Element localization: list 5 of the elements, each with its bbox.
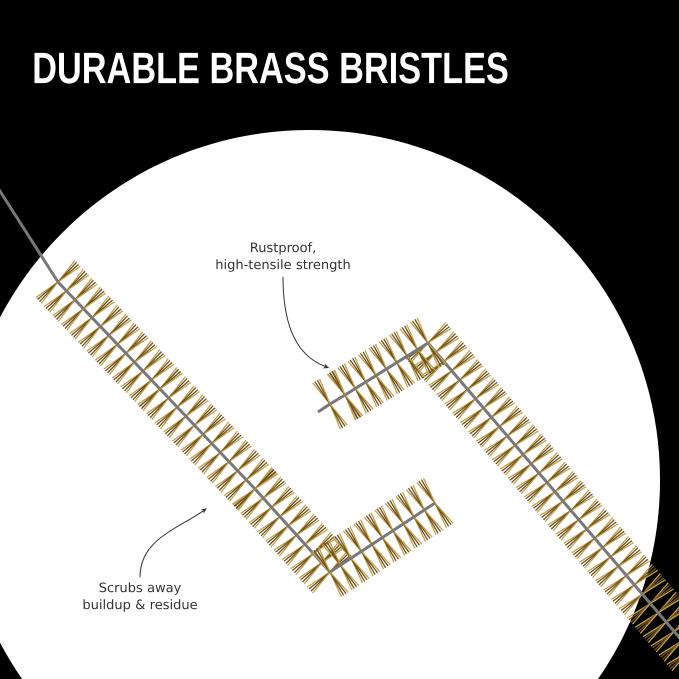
brush-drawing [137, 367, 278, 511]
brush-drawing [326, 318, 446, 420]
callout-text: Scrubs away buildup & residue [84, 582, 197, 612]
title: DURABLE BRASS BRISTLES [34, 52, 508, 84]
callout-text: Rustproof, high-tensile strength [216, 242, 350, 272]
